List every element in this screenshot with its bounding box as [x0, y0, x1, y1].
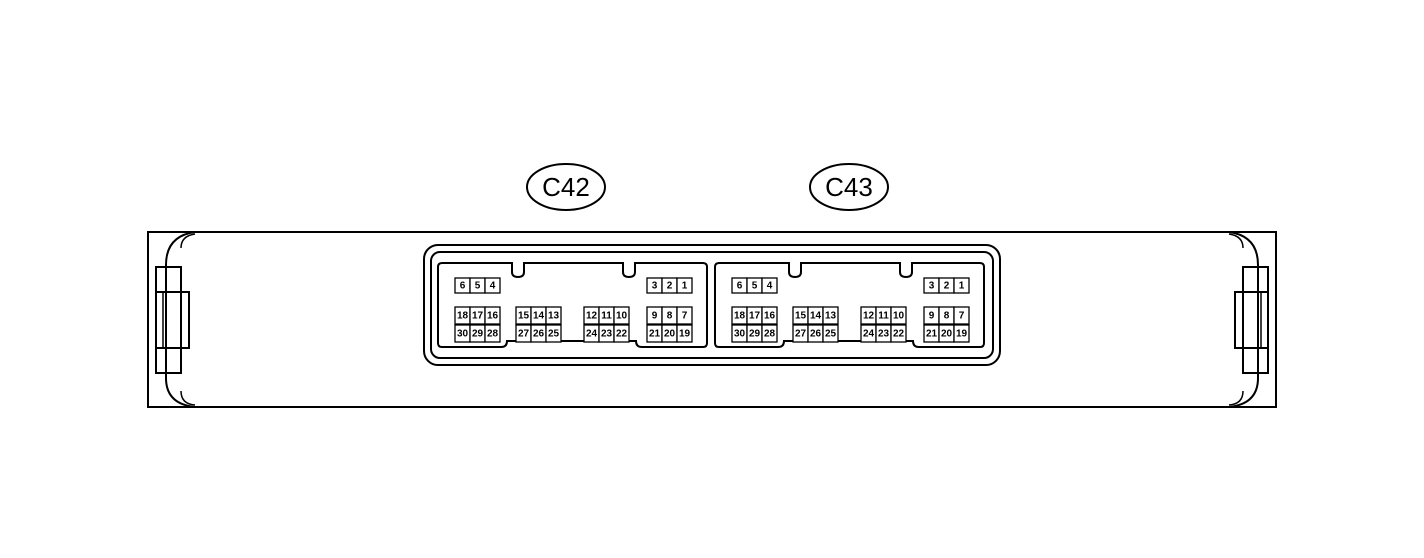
pin-box — [761, 277, 778, 294]
pin-number: 5 — [475, 281, 481, 292]
pin-box — [822, 306, 839, 325]
pin-number: 17 — [472, 311, 484, 322]
pin-number: 6 — [737, 281, 743, 292]
pin-number: 9 — [929, 311, 935, 322]
pin-number: 5 — [752, 281, 758, 292]
pin-number: 10 — [893, 311, 905, 322]
pin-number: 1 — [682, 281, 688, 292]
pin-number: 13 — [825, 311, 837, 322]
pin-number: 19 — [956, 329, 968, 340]
c43-label-ellipse — [809, 163, 889, 211]
pin-box — [484, 324, 501, 343]
pin-box — [890, 306, 907, 325]
pin-box — [613, 306, 630, 325]
pin-number: 25 — [825, 329, 837, 340]
connector-frame — [423, 244, 1001, 366]
pin-box — [613, 324, 630, 343]
pin-number: 20 — [941, 329, 953, 340]
right-latch — [1234, 266, 1269, 374]
connector-labels: C42 C43 — [526, 163, 889, 211]
pin-box — [545, 324, 562, 343]
pin-number: 14 — [810, 311, 822, 322]
pin-number: 21 — [649, 329, 661, 340]
pin-number: 26 — [810, 329, 822, 340]
pin-number: 21 — [926, 329, 938, 340]
pin-number: 26 — [533, 329, 545, 340]
pin-number: 19 — [679, 329, 691, 340]
pin-box — [953, 277, 970, 294]
left-latch — [155, 266, 190, 374]
pin-box — [676, 324, 693, 343]
pin-number: 16 — [487, 311, 499, 322]
pin-number: 24 — [586, 329, 598, 340]
pin-number: 27 — [518, 329, 530, 340]
pin-box — [676, 306, 693, 325]
pin-number: 18 — [457, 311, 469, 322]
pin-number: 2 — [667, 281, 673, 292]
socket-c42 — [437, 262, 708, 348]
pin-number: 7 — [682, 311, 688, 322]
c43-label: C43 — [825, 172, 873, 202]
pin-number: 27 — [795, 329, 807, 340]
pin-number: 14 — [533, 311, 545, 322]
c42-label: C42 — [542, 172, 590, 202]
pin-box — [890, 324, 907, 343]
pin-number: 25 — [548, 329, 560, 340]
pin-box — [484, 277, 501, 294]
pin-number: 22 — [616, 329, 628, 340]
pin-number: 4 — [767, 281, 773, 292]
ecu-housing — [147, 231, 1277, 408]
pin-number: 1 — [959, 281, 965, 292]
pin-number: 22 — [893, 329, 905, 340]
pin-number: 3 — [652, 281, 658, 292]
c42-label-ellipse — [526, 163, 606, 211]
pin-number: 29 — [749, 329, 761, 340]
pin-box — [953, 324, 970, 343]
pin-number: 15 — [795, 311, 807, 322]
pin-box — [761, 306, 778, 325]
pin-number: 13 — [548, 311, 560, 322]
pin-number: 2 — [944, 281, 950, 292]
pin-number: 23 — [878, 329, 890, 340]
pin-number: 17 — [749, 311, 761, 322]
pin-number: 12 — [863, 311, 875, 322]
pin-number: 6 — [460, 281, 466, 292]
pin-number: 23 — [601, 329, 613, 340]
pin-number: 8 — [667, 311, 673, 322]
pin-number: 28 — [487, 329, 499, 340]
pin-number: 4 — [490, 281, 496, 292]
pin-number: 7 — [959, 311, 965, 322]
pin-number: 11 — [601, 311, 612, 322]
pin-number: 10 — [616, 311, 628, 322]
pin-number: 3 — [929, 281, 935, 292]
pin-box — [953, 306, 970, 325]
pin-number: 9 — [652, 311, 658, 322]
pin-number: 18 — [734, 311, 746, 322]
pin-box — [676, 277, 693, 294]
pin-number: 28 — [764, 329, 776, 340]
pin-number: 24 — [863, 329, 875, 340]
pin-number: 15 — [518, 311, 530, 322]
pin-number: 29 — [472, 329, 484, 340]
pin-number: 20 — [664, 329, 676, 340]
pin-number: 11 — [878, 311, 889, 322]
pin-number: 30 — [457, 329, 469, 340]
pin-box — [484, 306, 501, 325]
pin-number: 30 — [734, 329, 746, 340]
pin-number: 8 — [944, 311, 950, 322]
pin-number: 12 — [586, 311, 598, 322]
socket-c43 — [714, 262, 985, 348]
pin-box — [545, 306, 562, 325]
pin-box — [761, 324, 778, 343]
connector-sockets — [437, 262, 985, 348]
pin-box — [822, 324, 839, 343]
pin-number: 16 — [764, 311, 776, 322]
